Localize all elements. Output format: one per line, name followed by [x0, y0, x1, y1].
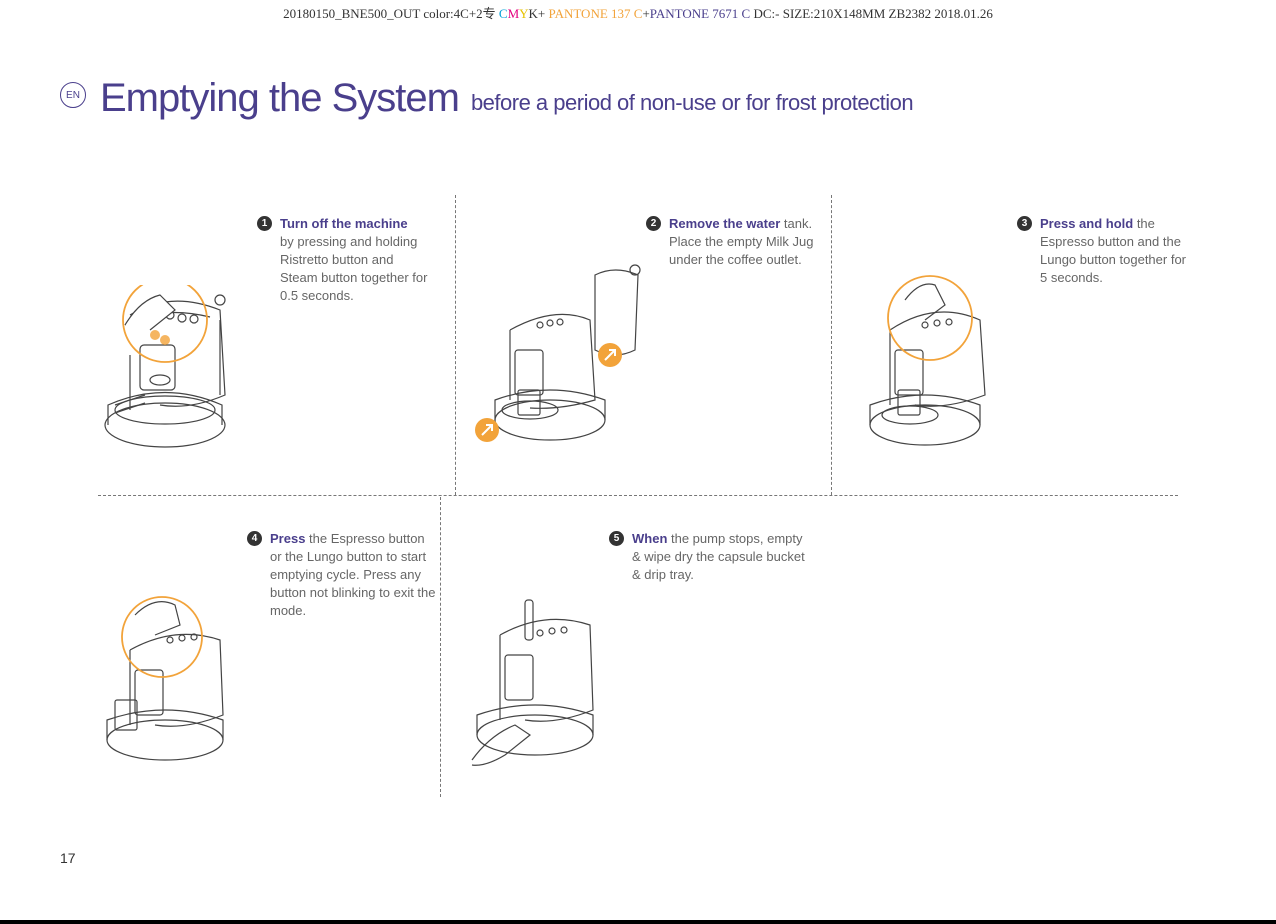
coffee-machine-illustration	[104, 285, 226, 448]
step-line: or the Lungo button to start	[270, 549, 427, 564]
step-4: 4 Press the Espresso button or the Lungo…	[247, 530, 440, 620]
step-line: emptying cycle. Press any	[270, 567, 422, 582]
page-title: Emptying the System	[100, 76, 460, 120]
print-spec-text: DC:- SIZE:210X148MM ZB2382 2018.01.26	[750, 6, 993, 21]
step-lead: Press and hold	[1040, 216, 1134, 231]
divider-horizontal	[98, 495, 1178, 496]
step-number-badge: 3	[1017, 216, 1032, 231]
magenta-label: M	[507, 6, 520, 21]
step-line: Steam button together for	[280, 270, 428, 285]
black-label: K+	[528, 6, 549, 21]
print-registration-line: 20180150_BNE500_OUT color:4C+2专 CMYK+ PA…	[0, 3, 1276, 22]
step-number-badge: 4	[247, 531, 262, 546]
step-line: under the coffee outlet.	[669, 252, 802, 267]
step-line: Lungo button together for	[1040, 252, 1187, 267]
step-number-badge: 1	[257, 216, 272, 231]
step-line: mode.	[270, 603, 307, 618]
step-5: 5 When the pump stops, empty & wipe dry …	[609, 530, 812, 584]
step-lead-rest: the pump stops, empty	[667, 531, 803, 546]
cyan-label: C	[498, 6, 508, 21]
hand-illustration	[904, 283, 946, 321]
page-header: EN Emptying the System before a period o…	[60, 70, 914, 120]
step-line: by pressing and holding	[280, 234, 418, 249]
highlight-circle	[122, 285, 208, 363]
page-number: 17	[60, 850, 76, 866]
step-lead-rest: the Espresso button	[305, 531, 425, 546]
step-line: & drip tray.	[632, 567, 694, 582]
step-lead-rest: tank.	[780, 216, 813, 231]
step-lead: When	[632, 531, 668, 546]
hand-illustration	[134, 601, 181, 636]
language-badge: EN	[60, 82, 86, 108]
hand-illustration	[124, 294, 176, 331]
pantone-137-label: PANTONE 137 C	[548, 6, 643, 21]
highlight-circle	[887, 275, 973, 361]
coffee-machine-illustration	[475, 264, 641, 442]
step-line: Espresso button and the	[1040, 234, 1181, 249]
coffee-machine-illustration	[869, 275, 986, 446]
coffee-machine-illustration	[471, 599, 594, 766]
step-lead-rest: the	[1133, 216, 1155, 231]
yellow-label: Y	[519, 6, 529, 21]
divider-vertical	[455, 195, 456, 495]
step-lead: Turn off the machine	[280, 216, 408, 231]
divider-vertical	[831, 195, 832, 495]
step-lead: Remove the water	[669, 216, 781, 231]
coffee-machine-illustration	[106, 596, 224, 761]
page-subtitle: before a period of non-use or for frost …	[470, 90, 914, 115]
step-3: 3 Press and hold the Espresso button and…	[1017, 215, 1210, 287]
plus-sign: +	[642, 6, 650, 21]
highlight-circle	[121, 596, 203, 678]
hand-illustration	[471, 724, 532, 766]
step-1: 1 Turn off the machine by pressing and h…	[257, 215, 450, 305]
step-2: 2 Remove the water tank. Place the empty…	[646, 215, 829, 269]
page-bottom-bar	[0, 920, 1276, 924]
step-line: Ristretto button and	[280, 252, 394, 267]
print-job-text: 20180150_BNE500_OUT color:4C+2专	[283, 6, 499, 21]
step-number-badge: 2	[646, 216, 661, 231]
divider-vertical	[440, 497, 441, 797]
step-line: button not blinking to exit the	[270, 585, 436, 600]
step-line: Place the empty Milk Jug	[669, 234, 814, 249]
pantone-7671-label: PANTONE 7671 C	[649, 6, 751, 21]
step-lead: Press	[270, 531, 306, 546]
step-line: 0.5 seconds.	[280, 288, 354, 303]
step-line: 5 seconds.	[1040, 270, 1103, 285]
step-line: & wipe dry the capsule bucket	[632, 549, 805, 564]
step-number-badge: 5	[609, 531, 624, 546]
water-tank-illustration	[594, 269, 639, 356]
